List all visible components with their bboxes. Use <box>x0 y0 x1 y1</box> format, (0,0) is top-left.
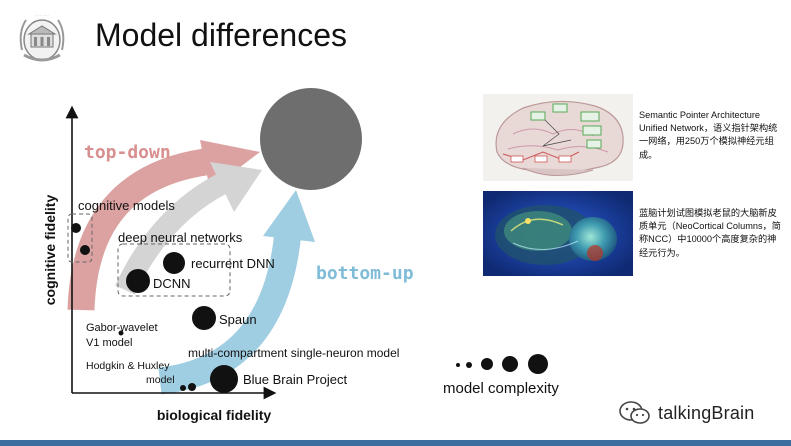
footer-bar <box>0 440 791 446</box>
model-complexity-legend <box>456 354 548 374</box>
spaun-brain-image <box>483 94 633 181</box>
blue-brain-label: Blue Brain Project <box>243 372 347 387</box>
complexity-dot <box>456 363 460 367</box>
bottom-up-label: bottom-up <box>316 263 414 284</box>
cognitive-models-box <box>67 213 93 263</box>
model-complexity-label: model complexity <box>443 380 559 397</box>
hh-label-line1: Hodgkin & Huxley <box>86 360 170 372</box>
recurrent-dnn-dot <box>163 252 185 274</box>
multi-compartment-label: multi-compartment single-neuron model <box>188 346 399 360</box>
spaun-label: Spaun <box>219 312 257 327</box>
deep-neural-networks-box <box>117 243 231 297</box>
university-crest-icon: · · · · · · <box>19 13 65 62</box>
complexity-dot <box>481 358 493 370</box>
model-diagram: cognitive fidelity biological fidelity t… <box>42 88 414 423</box>
gabor-dot <box>118 330 124 336</box>
complexity-dot <box>466 362 472 368</box>
wechat-icon <box>619 401 650 424</box>
multi-compartment-dot <box>188 383 196 391</box>
watermark: talkingBrain <box>618 400 754 426</box>
x-axis-label: biological fidelity <box>157 407 272 423</box>
deep-neural-networks-label: deep neural networks <box>118 230 243 245</box>
hh-dot <box>180 385 186 391</box>
blue-brain-dot <box>210 365 238 393</box>
complexity-dot <box>502 356 518 372</box>
cognitive-model-dot <box>80 245 90 255</box>
spaun-dot <box>192 306 216 330</box>
spaun-description: Semantic Pointer Architecture Unified Ne… <box>639 110 778 160</box>
slide-title: Model differences <box>95 17 347 53</box>
blue-brain-description: 蓝脑计划试图模拟老鼠的大脑新皮质单元（NeoCortical Columns，简… <box>639 208 781 258</box>
y-axis-label: cognitive fidelity <box>42 195 58 306</box>
complexity-dot <box>528 354 548 374</box>
recurrent-dnn-label: recurrent DNN <box>191 256 275 271</box>
bottom-up-arrow <box>158 190 315 395</box>
dcnn-label: DCNN <box>153 276 191 291</box>
blue-brain-image <box>483 191 633 276</box>
dcnn-dot <box>126 269 150 293</box>
svg-text:· · · · · ·: · · · · · · <box>35 13 49 18</box>
watermark-text: talkingBrain <box>658 402 755 423</box>
hh-label-line2: model <box>146 374 175 386</box>
cognitive-models-label: cognitive models <box>78 198 175 213</box>
target-circle <box>260 88 362 190</box>
gabor-label-line2: V1 model <box>86 337 132 349</box>
top-down-label: top-down <box>84 142 171 163</box>
cognitive-model-dot <box>71 223 81 233</box>
gabor-label-line1: Gabor-wavelet <box>86 322 158 334</box>
